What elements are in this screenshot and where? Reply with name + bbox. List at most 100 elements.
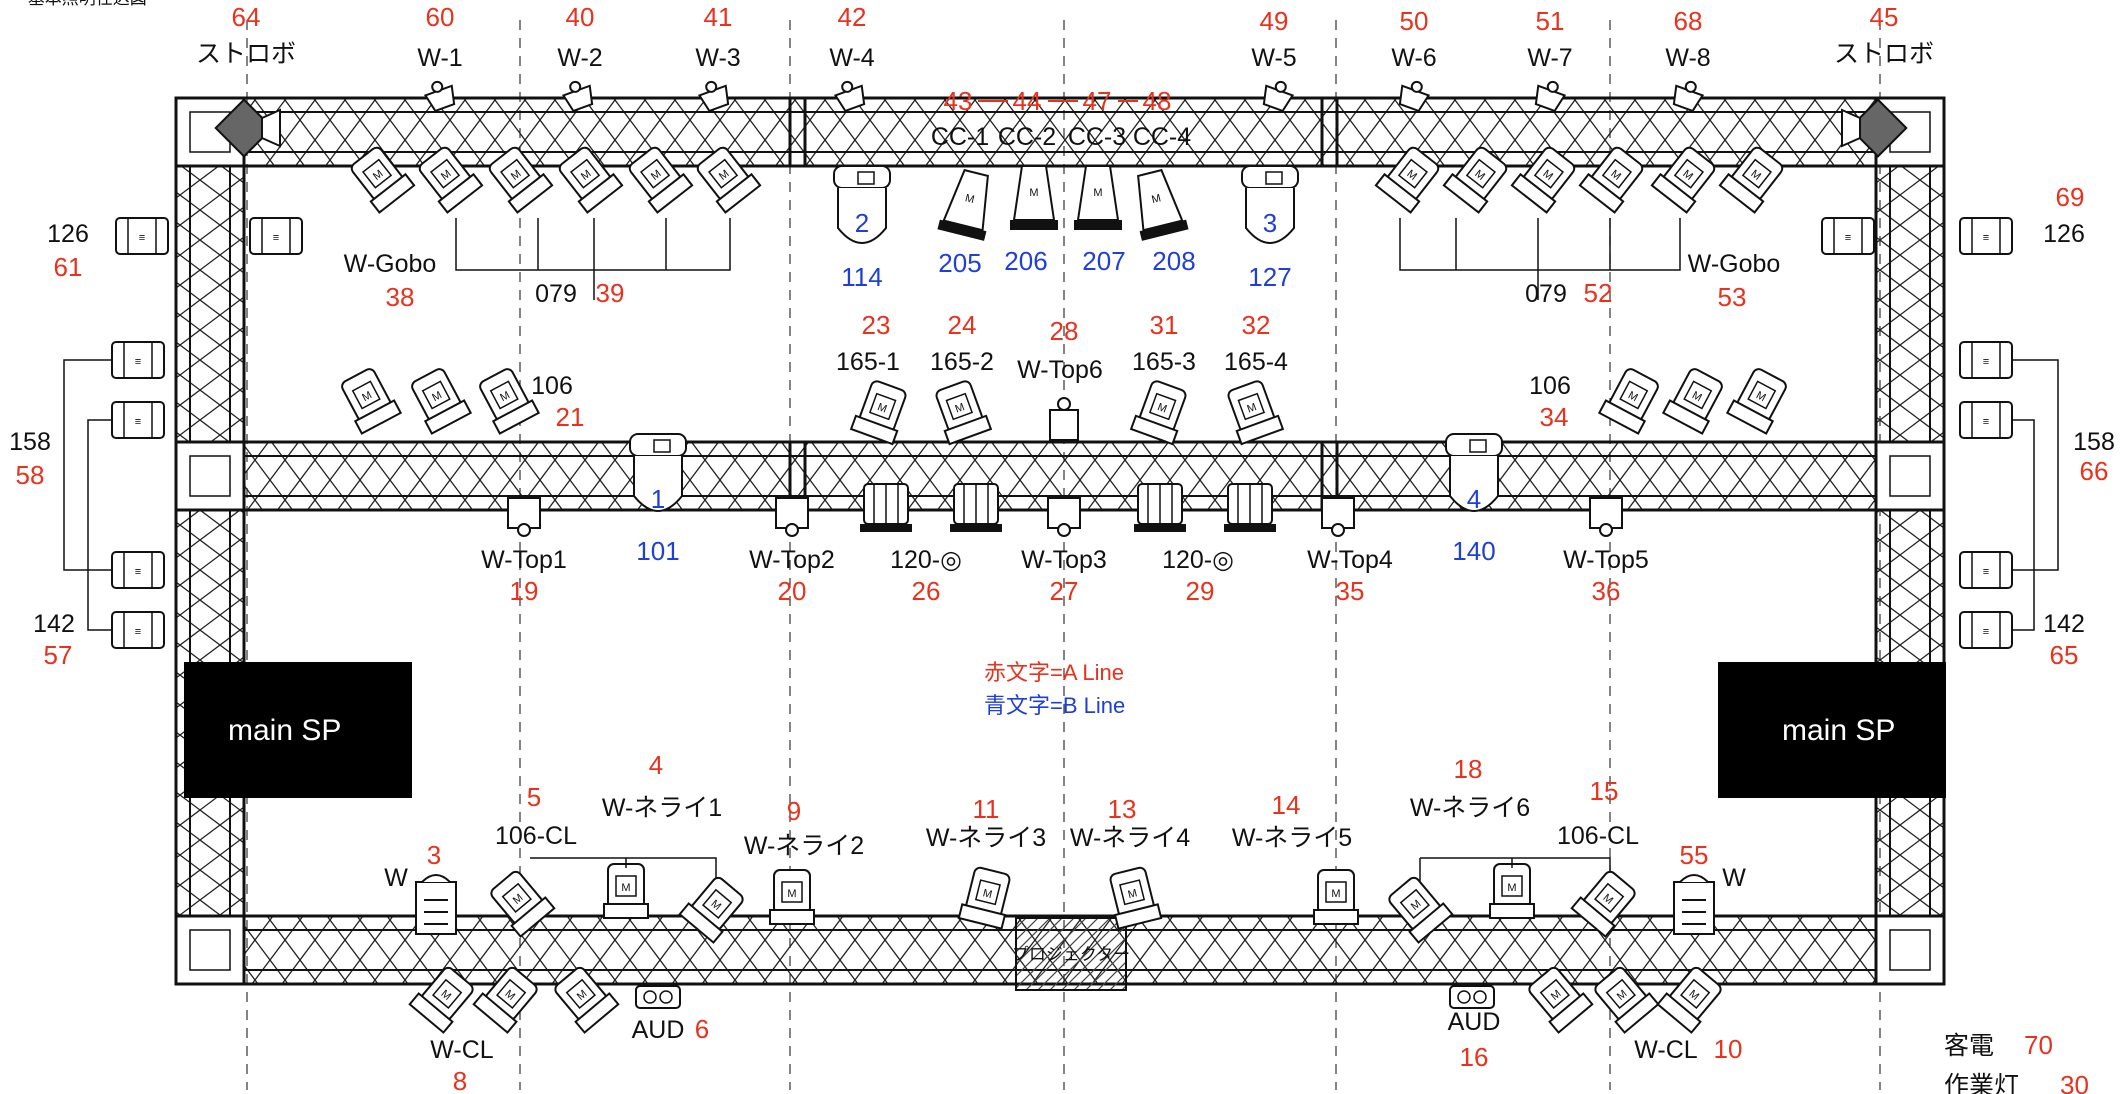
- svg-text:21: 21: [556, 402, 585, 432]
- w-light-1: 60 W-1: [417, 2, 463, 114]
- svg-text:W-Top4: W-Top4: [1307, 546, 1393, 574]
- svg-text:W-1: W-1: [417, 44, 462, 72]
- svg-text:客電: 客電: [1944, 1032, 1994, 1060]
- svg-text:38: 38: [386, 282, 415, 312]
- svg-text:64: 64: [232, 2, 261, 32]
- svg-text:19: 19: [510, 576, 539, 606]
- w-light-5: 49 W-5: [1251, 6, 1297, 114]
- svg-text:106-CL: 106-CL: [1557, 822, 1639, 850]
- w-light-6: 50 W-6: [1391, 6, 1437, 114]
- svg-text:作業灯: 作業灯: [1944, 1072, 2019, 1094]
- svg-text:W-8: W-8: [1665, 44, 1710, 72]
- svg-text:ストロボ: ストロボ: [1834, 40, 1934, 68]
- cl-right: 15 106-CL: [1382, 776, 1642, 944]
- svg-text:48: 48: [1143, 86, 1172, 116]
- svg-text:40: 40: [566, 2, 595, 32]
- svg-text:16: 16: [1460, 1042, 1489, 1072]
- svg-text:W-ネライ2: W-ネライ2: [744, 832, 864, 860]
- svg-text:36: 36: [1592, 576, 1621, 606]
- svg-text:165-2: 165-2: [930, 348, 994, 376]
- legend-b-line: 青文字=B Line: [984, 693, 1125, 718]
- svg-text:ストロボ: ストロボ: [196, 40, 296, 68]
- page-title: 一 基本照明仕込図: [6, 0, 147, 8]
- svg-text:079: 079: [535, 280, 577, 308]
- strobe-right: 45 ストロボ: [1834, 2, 1934, 158]
- svg-text:2: 2: [855, 208, 869, 238]
- svg-text:39: 39: [596, 278, 625, 308]
- svg-text:27: 27: [1050, 576, 1079, 606]
- w-light-8: 68 W-8: [1665, 6, 1711, 114]
- svg-text:W-5: W-5: [1251, 44, 1296, 72]
- svg-text:W-ネライ1: W-ネライ1: [602, 794, 722, 822]
- svg-text:42: 42: [838, 2, 867, 32]
- aud-left: AUD 6: [632, 985, 709, 1044]
- svg-text:165-1: 165-1: [836, 348, 900, 376]
- svg-text:CC-1: CC-1: [931, 123, 989, 151]
- svg-text:W-6: W-6: [1391, 44, 1436, 72]
- w-light-7: 51 W-7: [1527, 6, 1573, 114]
- svg-text:W-ネライ6: W-ネライ6: [1410, 794, 1530, 822]
- svg-text:50: 50: [1400, 6, 1429, 36]
- w-top6: 28 W-Top6: [1017, 316, 1103, 441]
- svg-text:53: 53: [1718, 282, 1747, 312]
- svg-text:8: 8: [453, 1066, 467, 1094]
- gobo-group-right: W-Gobo 53 079 52: [1374, 141, 1789, 312]
- svg-text:61: 61: [54, 252, 83, 282]
- svg-text:65: 65: [2050, 640, 2079, 670]
- side-left: 126 61 158 58 142 57: [9, 217, 303, 670]
- par-group-right: 120-◎ 29: [1133, 483, 1277, 606]
- svg-text:main SP: main SP: [1782, 714, 1895, 747]
- svg-text:58: 58: [16, 460, 45, 490]
- svg-text:W-4: W-4: [829, 44, 874, 72]
- svg-text:1: 1: [651, 484, 665, 514]
- mover-1: 1 101: [629, 433, 687, 566]
- svg-text:13: 13: [1108, 794, 1137, 824]
- svg-text:57: 57: [44, 640, 73, 670]
- svg-text:32: 32: [1242, 310, 1271, 340]
- w-tops: W-Top1 19 W-Top2 20 W-Top3 27 W-Top4 35 …: [481, 497, 1649, 606]
- svg-text:165-4: 165-4: [1224, 348, 1288, 376]
- svg-text:52: 52: [1584, 278, 1613, 308]
- w-light-2: 40 W-2: [557, 2, 603, 114]
- svg-text:45: 45: [1870, 2, 1899, 32]
- mover-2: 2 114: [833, 165, 891, 292]
- spots-165: 23 24 31 32 165-1 165-2 165-3 165-4: [836, 310, 1288, 446]
- svg-text:5: 5: [527, 782, 541, 812]
- svg-text:26: 26: [912, 576, 941, 606]
- svg-text:23: 23: [862, 310, 891, 340]
- svg-text:W-2: W-2: [557, 44, 602, 72]
- svg-text:142: 142: [2043, 610, 2085, 638]
- svg-text:101: 101: [636, 536, 679, 566]
- strobe-left: 64 ストロボ: [196, 2, 296, 158]
- footer-notes: 客電 70 作業灯 30: [1944, 1030, 2089, 1094]
- svg-text:66: 66: [2080, 456, 2109, 486]
- svg-text:142: 142: [33, 610, 75, 638]
- svg-text:W-3: W-3: [695, 44, 740, 72]
- svg-text:120-◎: 120-◎: [1162, 546, 1234, 574]
- svg-text:208: 208: [1152, 246, 1195, 276]
- svg-text:11: 11: [973, 794, 1000, 824]
- svg-text:079: 079: [1525, 280, 1567, 308]
- par-group-left: 120-◎ 26: [859, 483, 1003, 606]
- w-cl-left: W-CL 8: [408, 961, 620, 1094]
- svg-text:43: 43: [944, 86, 973, 116]
- svg-text:W: W: [1722, 864, 1746, 892]
- mover-3: 3 127: [1241, 165, 1299, 292]
- svg-text:10: 10: [1714, 1034, 1743, 1064]
- svg-text:114: 114: [841, 262, 882, 292]
- svg-text:41: 41: [704, 2, 733, 32]
- w-right: 55 W: [1673, 840, 1746, 935]
- svg-text:69: 69: [2056, 182, 2085, 212]
- svg-text:W-CL: W-CL: [430, 1036, 494, 1064]
- svg-text:W-Gobo: W-Gobo: [344, 250, 437, 278]
- svg-text:9: 9: [787, 796, 801, 826]
- w-light-4: 42 W-4: [829, 2, 875, 114]
- svg-text:6: 6: [695, 1014, 709, 1044]
- nerai-fixtures: 4 W-ネライ1 9 W-ネライ2 11 W-ネライ3 13 W-ネライ4 14…: [530, 750, 1611, 930]
- svg-text:W-ネライ4: W-ネライ4: [1070, 824, 1190, 852]
- svg-text:120-◎: 120-◎: [890, 546, 962, 574]
- svg-text:W-ネライ5: W-ネライ5: [1232, 824, 1352, 852]
- gobo-group-left: W-Gobo 38 079 39: [344, 141, 762, 312]
- svg-text:CC-3: CC-3: [1068, 123, 1126, 151]
